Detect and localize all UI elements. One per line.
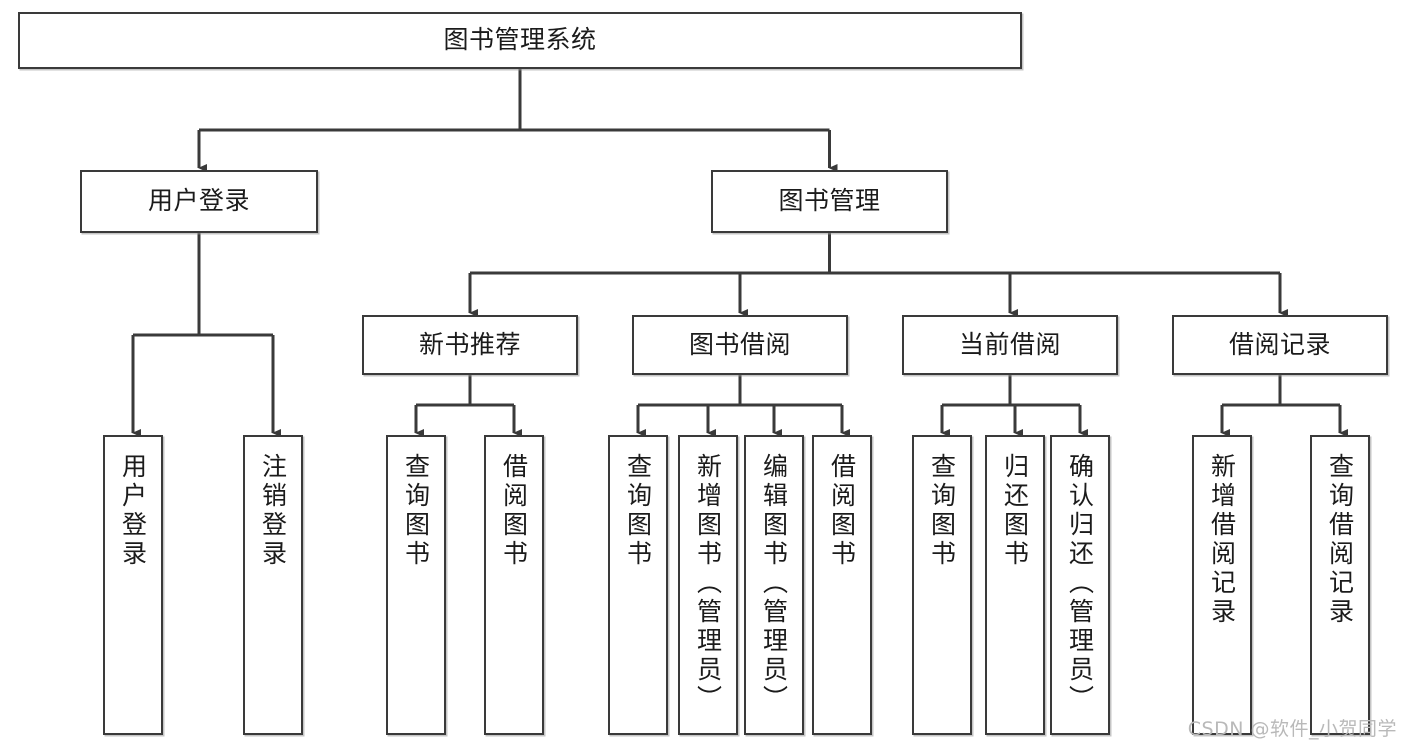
node-label: 新增图书（管理员） bbox=[693, 453, 723, 714]
node-leaf-user-login[interactable]: 用户登录 bbox=[103, 435, 163, 735]
node-label: 借阅记录 bbox=[1228, 329, 1331, 359]
node-leaf-user-logout[interactable]: 注销登录 bbox=[243, 435, 303, 735]
node-label: 注销登录 bbox=[258, 453, 288, 569]
node-leaf-query-book-1[interactable]: 查询图书 bbox=[386, 435, 446, 735]
node-borrow-record[interactable]: 借阅记录 bbox=[1172, 315, 1388, 375]
node-label: 图书管理 bbox=[778, 186, 881, 216]
node-label: 确认归还（管理员） bbox=[1065, 453, 1095, 714]
node-label: 当前借阅 bbox=[958, 329, 1061, 359]
node-leaf-query-book-2[interactable]: 查询图书 bbox=[608, 435, 668, 735]
node-label: 归还图书 bbox=[1000, 453, 1030, 569]
node-label: 新书推荐 bbox=[418, 329, 521, 359]
node-leaf-borrow-book-1[interactable]: 借阅图书 bbox=[484, 435, 544, 735]
node-leaf-return-book[interactable]: 归还图书 bbox=[985, 435, 1045, 735]
node-label: 借阅图书 bbox=[499, 453, 529, 569]
node-leaf-confirm-return[interactable]: 确认归还（管理员） bbox=[1050, 435, 1110, 735]
node-label: 查询图书 bbox=[623, 453, 653, 569]
node-leaf-add-book[interactable]: 新增图书（管理员） bbox=[678, 435, 738, 735]
node-label: 用户登录 bbox=[147, 186, 250, 216]
node-leaf-add-record[interactable]: 新增借阅记录 bbox=[1192, 435, 1252, 735]
node-label: 编辑图书（管理员） bbox=[759, 453, 789, 714]
node-leaf-edit-book[interactable]: 编辑图书（管理员） bbox=[744, 435, 804, 735]
node-label: 借阅图书 bbox=[827, 453, 857, 569]
node-label: 图书管理系统 bbox=[443, 25, 597, 55]
edge-layer bbox=[131, 69, 1348, 437]
node-leaf-query-record[interactable]: 查询借阅记录 bbox=[1310, 435, 1370, 735]
node-current-borrow[interactable]: 当前借阅 bbox=[902, 315, 1118, 375]
node-root[interactable]: 图书管理系统 bbox=[18, 12, 1022, 69]
node-label: 新增借阅记录 bbox=[1207, 453, 1237, 627]
csdn-watermark: CSDN @软件_小贺同学 bbox=[1187, 718, 1397, 740]
node-label: 用户登录 bbox=[118, 453, 148, 569]
node-label: 查询图书 bbox=[401, 453, 431, 569]
node-leaf-borrow-book-2[interactable]: 借阅图书 bbox=[812, 435, 872, 735]
node-book-borrow[interactable]: 图书借阅 bbox=[632, 315, 848, 375]
node-leaf-query-book-3[interactable]: 查询图书 bbox=[912, 435, 972, 735]
node-label: 查询借阅记录 bbox=[1325, 453, 1355, 627]
node-label: 图书借阅 bbox=[688, 329, 791, 359]
node-label: 查询图书 bbox=[927, 453, 957, 569]
node-user-login[interactable]: 用户登录 bbox=[80, 170, 318, 233]
node-new-book-rec[interactable]: 新书推荐 bbox=[362, 315, 578, 375]
node-book-manage[interactable]: 图书管理 bbox=[711, 170, 948, 233]
